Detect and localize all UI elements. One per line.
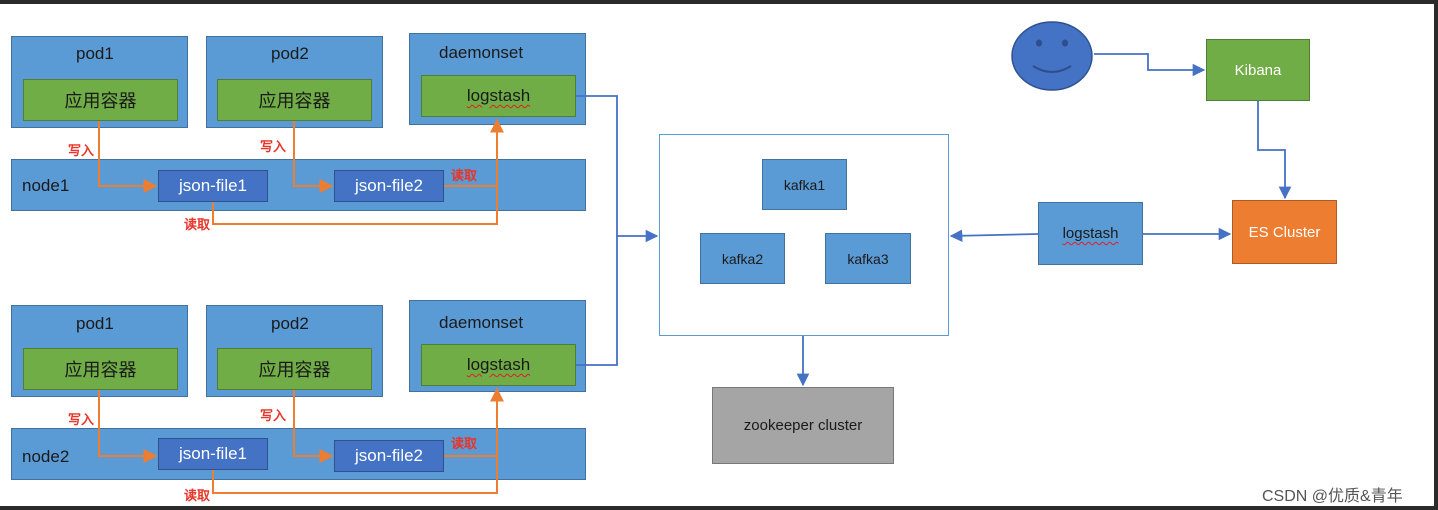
smiley-face-icon <box>1011 21 1093 91</box>
central-logstash: logstash <box>1038 202 1143 265</box>
kibana-box: Kibana <box>1206 39 1310 101</box>
node2-bar <box>11 428 586 480</box>
read-label-bottom-2: 读取 <box>184 488 211 503</box>
write-label-top-2: 写入 <box>260 139 287 154</box>
write-arrow-top-1 <box>98 121 158 193</box>
node2-label: node2 <box>22 447 70 466</box>
daemonset-top-title: daemonset <box>439 43 524 62</box>
read-arrow-top-1 <box>444 118 504 187</box>
pod1-bottom-container: 应用容器 <box>23 348 178 390</box>
json-file2-bottom: json-file2 <box>334 440 444 472</box>
write-arrow-bottom-1 <box>98 390 158 463</box>
user-to-kibana <box>1094 53 1206 77</box>
read-arrow-bottom-2 <box>212 456 498 494</box>
kibana-to-es <box>1257 101 1292 200</box>
kafka1-broker: kafka1 <box>762 159 847 210</box>
write-arrow-top-2 <box>293 121 334 193</box>
write-label-top-1: 写入 <box>68 143 95 158</box>
kafka2-broker: kafka2 <box>700 233 785 284</box>
read-label-top-2: 读取 <box>184 217 211 232</box>
read-arrow-bottom-1 <box>444 387 504 457</box>
write-arrow-bottom-2 <box>293 390 334 463</box>
json-file1-top: json-file1 <box>158 170 268 202</box>
logstash-to-kafka <box>949 229 1039 243</box>
zookeeper-cluster: zookeeper cluster <box>712 387 894 464</box>
agent-top-to-kafka <box>576 95 659 243</box>
kafka3-broker: kafka3 <box>825 233 911 284</box>
daemonset-bottom-title: daemonset <box>439 313 524 332</box>
write-label-bottom-2: 写入 <box>260 408 287 423</box>
es-cluster-box: ES Cluster <box>1232 200 1337 264</box>
pod1-top-title: pod1 <box>76 44 114 63</box>
pod2-top-title: pod2 <box>271 44 309 63</box>
json-file1-bottom: json-file1 <box>158 438 268 470</box>
watermark: CSDN @优质&青年 <box>1262 488 1403 505</box>
json-file2-top: json-file2 <box>334 170 444 202</box>
pod2-bottom-title: pod2 <box>271 314 309 333</box>
read-arrow-top-2 <box>212 186 498 225</box>
logstash-agent-bottom: logstash <box>421 344 576 386</box>
pod1-top-container: 应用容器 <box>23 79 178 121</box>
agent-bottom-to-kafka <box>576 236 618 366</box>
write-label-bottom-1: 写入 <box>68 412 95 427</box>
pod2-bottom-container: 应用容器 <box>217 348 372 390</box>
node1-label: node1 <box>22 176 70 195</box>
read-label-top-1: 读取 <box>451 168 478 183</box>
read-label-bottom-1: 读取 <box>451 436 478 451</box>
pod1-bottom-title: pod1 <box>76 314 114 333</box>
logstash-agent-top: logstash <box>421 75 576 117</box>
pod2-top-container: 应用容器 <box>217 79 372 121</box>
